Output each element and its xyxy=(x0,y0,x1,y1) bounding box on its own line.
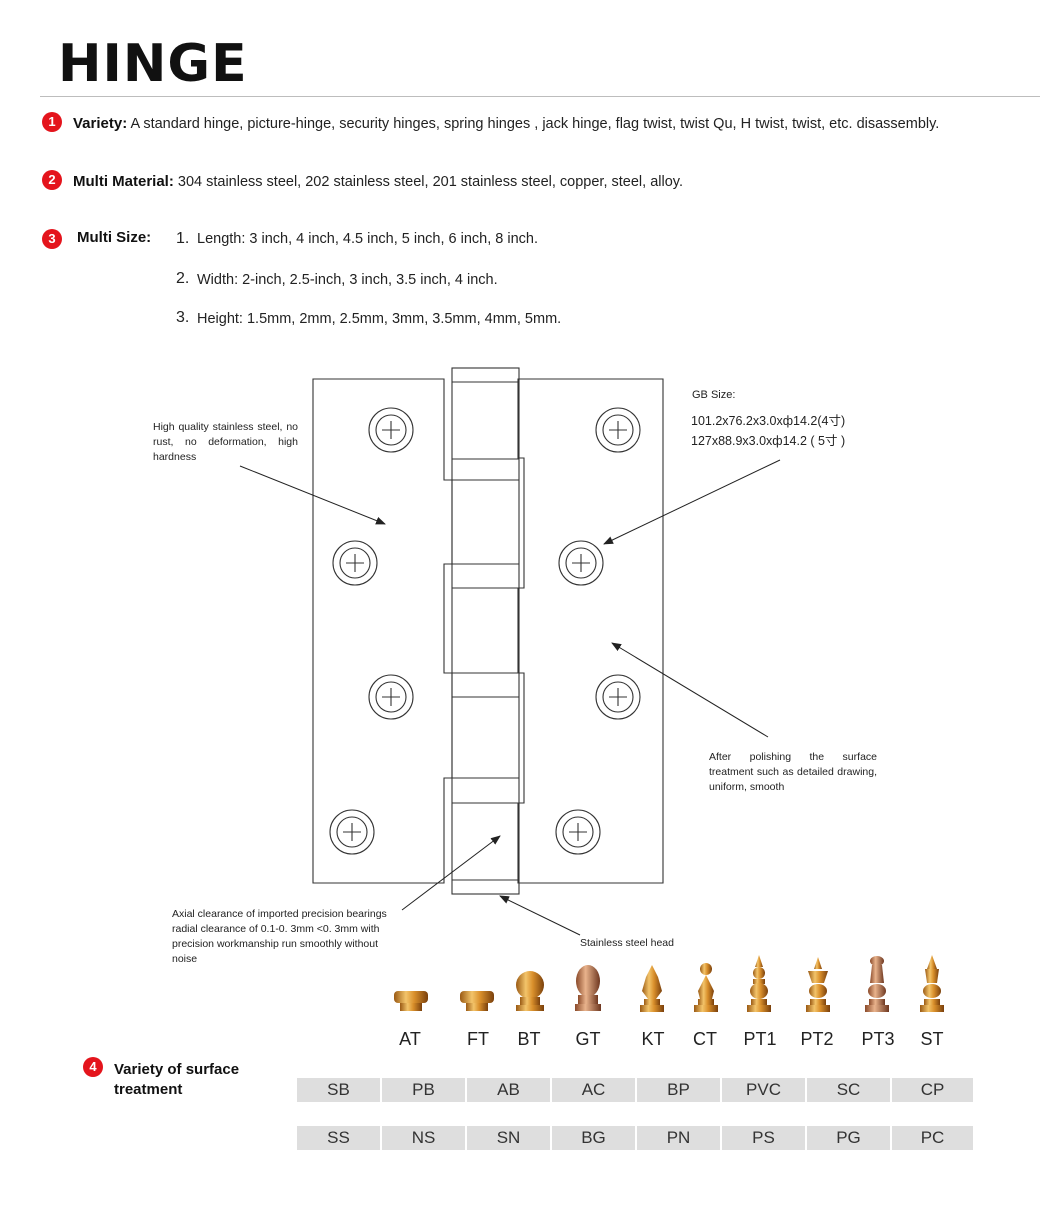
tip-label-pt1: PT1 xyxy=(743,1029,777,1049)
screw-hole-icon xyxy=(558,540,604,586)
arrow-gb-size xyxy=(603,459,781,545)
tip-pt2-icon xyxy=(806,957,830,1012)
tip-label-kt: KT xyxy=(641,1029,665,1049)
gb-size-line-2: 127x88.9x3.0xф14.2 ( 5寸 ) xyxy=(691,434,846,448)
arrow-steel xyxy=(239,465,386,525)
tip-pt1-icon xyxy=(747,955,771,1012)
size-num-3: 3. xyxy=(176,309,190,326)
arrow-head xyxy=(499,895,581,936)
tip-label-ct: CT xyxy=(693,1029,717,1049)
feature-variety: Variety: A standard hinge, picture-hinge… xyxy=(73,115,939,132)
hinge-right-leaf xyxy=(517,378,664,884)
size-num-2: 2. xyxy=(176,270,190,287)
tip-ct-icon xyxy=(694,963,718,1012)
surface-cell: PG xyxy=(807,1126,892,1150)
tip-label-ft: FT xyxy=(467,1029,489,1049)
tip-label-pt2: PT2 xyxy=(800,1029,834,1049)
surface-cell: PVC xyxy=(722,1078,807,1102)
feature-material: Multi Material: 304 stainless steel, 202… xyxy=(73,173,683,190)
surface-cell: SS xyxy=(297,1126,382,1150)
surface-cell: AB xyxy=(467,1078,552,1102)
gb-size-line-1: 101.2x76.2x3.0xф14.2(4寸) xyxy=(691,414,846,428)
surface-cell: PS xyxy=(722,1126,807,1150)
feature-size-label: Multi Size: xyxy=(77,229,152,246)
feature-material-label: Multi Material: xyxy=(73,173,174,190)
tip-gt-icon xyxy=(575,965,601,1011)
note-bearings: Axial clearance of imported precision be… xyxy=(172,908,387,965)
surface-cell: AC xyxy=(552,1078,637,1102)
bullet-2-icon: 2 xyxy=(42,170,62,190)
tip-label-bt: BT xyxy=(517,1029,541,1049)
size-num-1: 1. xyxy=(176,230,190,247)
title-divider xyxy=(40,96,1040,97)
hinge-left-leaf xyxy=(312,378,453,884)
tip-label-gt: GT xyxy=(575,1029,601,1049)
surface-row-2: SS NS SN BG PN PS PG PC xyxy=(297,1126,973,1150)
feature-material-text: 304 stainless steel, 202 stainless steel… xyxy=(177,174,683,190)
surface-cell: SN xyxy=(467,1126,552,1150)
bullet-1-icon: 1 xyxy=(42,112,62,132)
size-width: Width: 2-inch, 2.5-inch, 3 inch, 3.5 inc… xyxy=(197,272,498,288)
tip-illustrations xyxy=(394,955,944,1012)
tip-label-st: ST xyxy=(920,1029,944,1049)
arrow-polish xyxy=(611,642,769,738)
size-height: Height: 1.5mm, 2mm, 2.5mm, 3mm, 3.5mm, 4… xyxy=(197,311,562,327)
tip-label-at: AT xyxy=(399,1029,421,1049)
screw-hole-icon xyxy=(555,809,601,855)
screw-hole-icon xyxy=(595,674,641,720)
note-steel-head: Stainless steel head xyxy=(580,937,674,949)
note-stainless-steel: High quality stainless steel, no rust, n… xyxy=(153,421,298,463)
screw-hole-icon xyxy=(368,674,414,720)
hinge-barrel xyxy=(451,367,520,895)
screw-hole-icon xyxy=(332,540,378,586)
tip-bt-icon xyxy=(516,971,544,1011)
tip-at-icon xyxy=(394,991,428,1011)
feature-variety-label: Variety: xyxy=(73,115,128,132)
bullet-3-icon: 3 xyxy=(42,229,62,249)
tip-st-icon xyxy=(920,955,944,1012)
bullet-4-icon: 4 xyxy=(83,1057,103,1077)
surface-cell: NS xyxy=(382,1126,467,1150)
surface-cell: PN xyxy=(637,1126,722,1150)
tip-label-pt3: PT3 xyxy=(861,1029,895,1049)
feature-surface-label: Variety of surface treatment xyxy=(114,1061,240,1098)
tip-pt3-icon xyxy=(865,956,889,1012)
screw-holes xyxy=(329,407,641,855)
surface-cell: CP xyxy=(892,1078,973,1102)
screw-hole-icon xyxy=(368,407,414,453)
screw-hole-icon xyxy=(329,809,375,855)
note-polishing: After polishing the surface treatment su… xyxy=(709,751,877,793)
surface-cell: SB xyxy=(297,1078,382,1102)
surface-cell: BP xyxy=(637,1078,722,1102)
surface-row-1: SB PB AB AC BP PVC SC CP xyxy=(297,1078,973,1102)
feature-variety-text: A standard hinge, picture-hinge, securit… xyxy=(130,116,940,132)
surface-cell: PC xyxy=(892,1126,973,1150)
surface-cell: PB xyxy=(382,1078,467,1102)
screw-hole-icon xyxy=(595,407,641,453)
surface-cell: BG xyxy=(552,1126,637,1150)
size-length: Length: 3 inch, 4 inch, 4.5 inch, 5 inch… xyxy=(197,231,538,247)
gb-size-title: GB Size: xyxy=(692,389,736,401)
surface-cell: SC xyxy=(807,1078,892,1102)
arrow-bearing xyxy=(401,835,501,911)
page-title: HINGE xyxy=(58,34,248,94)
tip-ft-icon xyxy=(460,991,494,1011)
tip-kt-icon xyxy=(640,965,664,1012)
